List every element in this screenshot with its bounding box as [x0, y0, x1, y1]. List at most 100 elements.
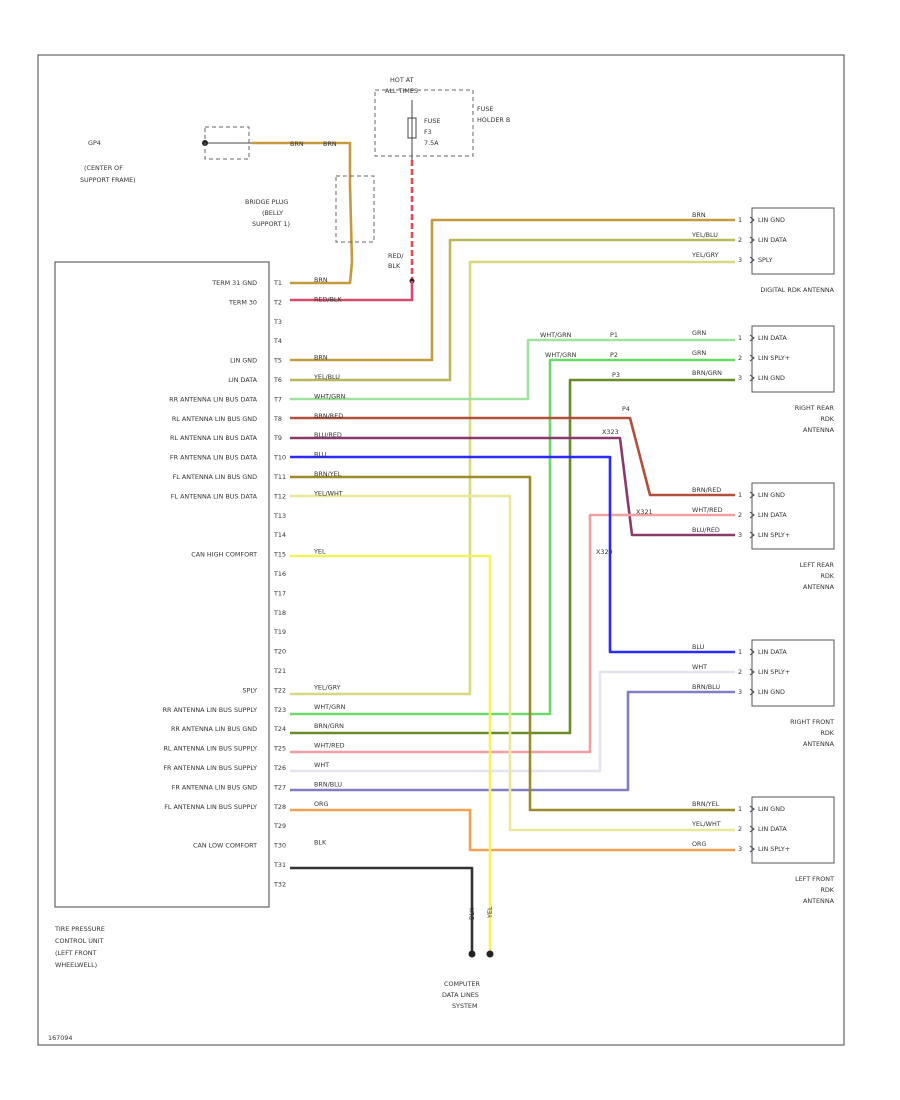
antenna-rf-caption-2: ANTENNA	[803, 740, 835, 748]
connector-markers: P1 P2 P3 P4 X323 X321 X320 WHT/GRN WHT/G…	[540, 331, 653, 556]
ground-gp4: GP4 (CENTER OF SUPPORT FRAME) BRN BRN	[80, 126, 354, 263]
antenna-lr-wire-2: BLU/RED	[692, 526, 720, 534]
pin-t29: T29	[273, 822, 286, 830]
antenna-digital-line-0: LIN GND	[758, 216, 785, 224]
antenna-lf-pin-0: 1	[738, 805, 742, 813]
connector-label-p4: P4	[622, 405, 630, 413]
bridge-l3: SUPPORT 1)	[252, 220, 290, 228]
antenna-lr-line-2: LIN SPLY+	[758, 531, 790, 539]
wire-t12	[290, 494, 735, 832]
antenna-lr-wire-1: WHT/RED	[692, 506, 723, 514]
antenna-rr-line-1: LIN SPLY+	[758, 354, 790, 362]
antenna-digital-terminal-icon-0	[749, 216, 755, 224]
connector-wire-label-2: WHT/GRN	[545, 351, 577, 359]
module-name-1: TIRE PRESSURE	[54, 925, 105, 933]
wire-label-row-21: YEL/GRY	[313, 683, 341, 691]
antenna-lf-caption-2: ANTENNA	[803, 897, 835, 905]
antenna-lr-caption-0: LEFT REAR	[800, 561, 835, 569]
wire-t5	[290, 218, 735, 362]
antenna-rf-caption-0: RIGHT FRONT	[790, 718, 834, 726]
antenna-digital-wire-1: YEL/BLU	[691, 231, 718, 239]
antenna-rr-wire-2: BRN/GRN	[692, 369, 722, 377]
antenna-rr-terminal-icon-0	[749, 334, 755, 342]
wire-t30	[290, 866, 474, 952]
pin-t17: T17	[273, 589, 286, 597]
ground-wire-label-b: BRN	[323, 140, 337, 148]
wire-runs	[290, 218, 735, 952]
fuse-icon	[407, 117, 417, 139]
pin-t9: T9	[273, 434, 282, 442]
antenna-lr-line-1: LIN DATA	[758, 511, 787, 519]
computer-l1: COMPUTER	[444, 980, 480, 988]
computer-wire-yel: YEL	[486, 906, 494, 919]
antenna-rr-caption-0: RIGHT REAR	[795, 404, 835, 412]
module-label-10: CAN HIGH COMFORT	[191, 551, 257, 559]
antenna-digital-line-2: SPLY	[758, 256, 773, 264]
can-high-terminal-icon	[486, 950, 494, 958]
antenna-lr-terminal-icon-1	[749, 511, 755, 519]
pin-t3: T3	[273, 318, 282, 326]
fuse-holder-box	[374, 89, 474, 157]
pin-t32: T32	[273, 880, 286, 888]
pin-t18: T18	[273, 609, 286, 617]
module-name-3: (LEFT FRONT	[55, 949, 97, 957]
antenna-digital-wire-0: BRN	[692, 211, 706, 219]
wire-t9	[290, 436, 735, 537]
module-pin-numbers: T1T2T3T4T5T6T7T8T9T10T11T12T13T14T15T16T…	[273, 279, 286, 888]
pin-t14: T14	[273, 531, 286, 539]
bridge-l1: BRIDGE PLUG	[245, 198, 288, 206]
connector-label-p1: P1	[610, 331, 618, 339]
hot-at-label: HOT AT	[390, 76, 414, 84]
pin-t25: T25	[273, 745, 286, 753]
antenna-rf-line-2: LIN GND	[758, 688, 785, 696]
wire-label-row-6: WHT/GRN	[314, 392, 346, 400]
antenna-rr-caption-1: RDK	[820, 415, 834, 423]
wire-t8	[290, 416, 735, 497]
module-label-1: TERM 30	[228, 298, 257, 306]
antenna-lr-wire-0: BRN/RED	[692, 486, 721, 494]
module-name-2: CONTROL UNIT	[55, 937, 104, 945]
wire-t11	[290, 475, 735, 812]
antenna-rf-terminal-icon-2	[749, 688, 755, 696]
antenna-lf-wire-1: YEL/WHT	[691, 820, 721, 828]
antenna-lr-pin-2: 3	[738, 531, 742, 539]
antenna-lf-line-2: LIN SPLY+	[758, 845, 790, 853]
pin-t11: T11	[273, 473, 286, 481]
wire-t7	[290, 338, 735, 401]
wire-t26	[290, 670, 735, 773]
antenna-rf-terminal-icon-0	[749, 648, 755, 656]
ground-id-label: GP4	[88, 139, 101, 147]
antenna-lf-line-1: LIN DATA	[758, 825, 787, 833]
pin-t2: T2	[273, 298, 282, 306]
pin-t31: T31	[273, 861, 286, 869]
pin-t13: T13	[273, 512, 286, 520]
antenna-digital-terminal-icon-1	[749, 236, 755, 244]
antenna-rf-terminal-icon-1	[749, 668, 755, 676]
antenna-rr-terminal-icon-1	[749, 354, 755, 362]
pin-t4: T4	[273, 337, 282, 345]
diagram-frame	[37, 54, 845, 1046]
antenna-lr-terminal-icon-0	[749, 491, 755, 499]
antenna-rr-wire-0: GRN	[692, 329, 706, 337]
wire-t23	[290, 358, 735, 716]
module-label-12: RR ANTENNA LIN BUS SUPPLY	[163, 706, 258, 714]
module-label-6: RL ANTENNA LIN BUS DATA	[170, 434, 258, 442]
antenna-rf-line-0: LIN DATA	[758, 648, 787, 656]
ground-wire-label-a: BRN	[290, 140, 304, 148]
pin-t10: T10	[273, 454, 286, 462]
all-times-label: ALL TIMES	[385, 87, 418, 95]
wire-label-row-25: WHT	[314, 761, 329, 769]
antenna-lf-wire-2: ORG	[692, 840, 706, 848]
pin-t6: T6	[273, 376, 282, 384]
pin-t30: T30	[273, 842, 286, 850]
module-label-9: FL ANTENNA LIN BUS DATA	[171, 492, 258, 500]
antenna-lf-pin-2: 3	[738, 845, 742, 853]
antenna-digital-terminal-icon-2	[749, 256, 755, 264]
antenna-digital-pin-1: 2	[738, 236, 742, 244]
fuse-wire-label-1: RED/	[388, 252, 404, 260]
